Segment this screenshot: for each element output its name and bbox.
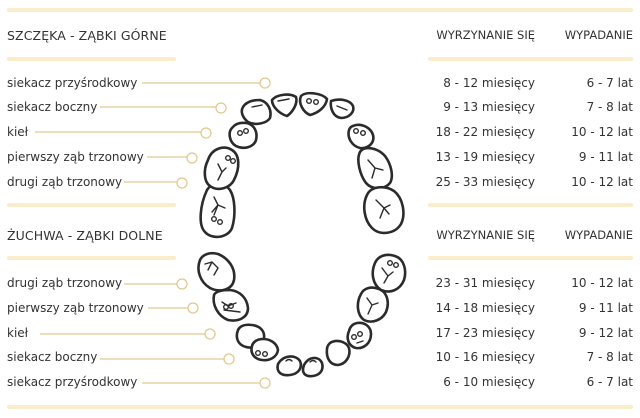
upper-tooth-label: siekacz boczny xyxy=(7,100,98,114)
lower-falling-value: 10 - 12 lat xyxy=(571,276,633,290)
lower-eruption-value: 17 - 23 miesięcy xyxy=(435,326,535,340)
leader-dot-icon xyxy=(176,278,188,290)
lower-tooth-label: kieł xyxy=(7,326,29,340)
upper-tooth-label: drugi ząb trzonowy xyxy=(7,175,123,189)
leader-dot-icon xyxy=(200,127,212,139)
upper-leader-lines xyxy=(35,77,271,189)
upper-eruption-header: WYRZYNANIE SIĘ xyxy=(436,28,535,42)
lower-section-title: ŻUCHWA - ZĄBKI DOLNE xyxy=(7,228,163,243)
upper-falling-value: 6 - 7 lat xyxy=(586,76,633,90)
lower-right-header-divider xyxy=(428,256,633,260)
upper-teeth-icon xyxy=(199,91,405,239)
lower-falling-value: 6 - 7 lat xyxy=(586,375,633,389)
lower-eruption-value: 6 - 10 miesięcy xyxy=(443,375,535,389)
upper-tooth-label: kieł xyxy=(7,125,29,139)
leader-dot-icon xyxy=(259,77,271,89)
lower-falling-value: 7 - 8 lat xyxy=(586,350,633,364)
leader-dot-icon xyxy=(204,328,216,340)
upper-eruption-value: 25 - 33 miesięcy xyxy=(435,175,535,189)
upper-section-title: SZCZĘKA - ZĄBKI GÓRNE xyxy=(7,28,167,43)
lower-falling-value: 9 - 11 lat xyxy=(578,301,633,315)
lower-eruption-value: 10 - 16 miesięcy xyxy=(435,350,535,364)
upper-eruption-value: 13 - 19 miesięcy xyxy=(435,150,535,164)
upper-right-bottom-divider xyxy=(428,203,633,207)
lower-eruption-value: 23 - 31 miesięcy xyxy=(435,276,535,290)
lower-falling-value: 9 - 12 lat xyxy=(578,326,633,340)
lower-eruption-value: 14 - 18 miesięcy xyxy=(435,301,535,315)
upper-eruption-value: 8 - 12 miesięcy xyxy=(443,76,535,90)
lower-left-header-divider xyxy=(7,256,176,260)
lower-tooth-label: siekacz boczny xyxy=(7,350,98,364)
lower-tooth-label: pierwszy ząb trzonowy xyxy=(7,301,144,315)
lower-eruption-header: WYRZYNANIE SIĘ xyxy=(436,228,535,242)
bottom-divider xyxy=(7,405,633,409)
leader-dot-icon xyxy=(223,353,235,365)
lower-tooth-label: drugi ząb trzonowy xyxy=(7,276,123,290)
upper-tooth-label: pierwszy ząb trzonowy xyxy=(7,150,144,164)
lower-teeth-icon xyxy=(197,251,407,378)
lower-leader-lines xyxy=(40,278,271,389)
upper-left-bottom-divider xyxy=(7,203,176,207)
upper-tooth-label: siekacz przyśrodkowy xyxy=(7,76,138,90)
upper-falling-value: 10 - 12 lat xyxy=(571,175,633,189)
lower-falling-header: WYPADANIE xyxy=(564,228,633,242)
upper-eruption-value: 9 - 13 miesięcy xyxy=(443,100,535,114)
upper-left-header-divider xyxy=(7,57,176,61)
leader-dot-icon xyxy=(186,152,198,164)
top-divider xyxy=(7,8,633,12)
leader-dot-icon xyxy=(215,102,227,114)
upper-falling-header: WYPADANIE xyxy=(564,28,633,42)
upper-falling-value: 7 - 8 lat xyxy=(586,100,633,114)
leader-dot-icon xyxy=(259,377,271,389)
leader-dot-icon xyxy=(176,177,188,189)
upper-right-header-divider xyxy=(428,57,633,61)
upper-falling-value: 10 - 12 lat xyxy=(571,125,633,139)
lower-tooth-label: siekacz przyśrodkowy xyxy=(7,375,138,389)
upper-eruption-value: 18 - 22 miesięcy xyxy=(435,125,535,139)
leader-dot-icon xyxy=(187,302,199,314)
upper-falling-value: 9 - 11 lat xyxy=(578,150,633,164)
